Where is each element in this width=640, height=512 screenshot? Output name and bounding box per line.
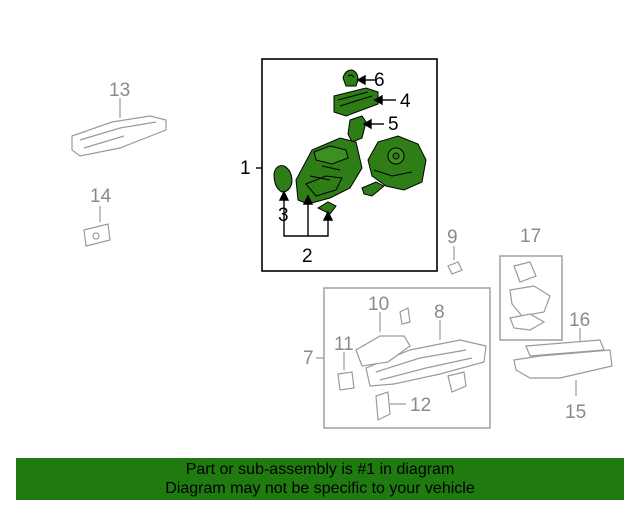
- part-11-shape[interactable]: [337, 352, 355, 391]
- leader-2-3: [283, 196, 329, 237]
- part-main-right-shape[interactable]: [367, 135, 427, 191]
- callout-12: 12: [410, 395, 431, 416]
- callout-11: 11: [334, 334, 354, 355]
- callout-13: 13: [109, 80, 130, 101]
- callout-2: 2: [302, 246, 313, 267]
- part-12-shape[interactable]: [375, 391, 406, 421]
- part-bracket-shape[interactable]: [361, 181, 385, 197]
- part-17-shape[interactable]: [509, 261, 551, 331]
- callout-6: 6: [374, 70, 385, 91]
- part-4-shape[interactable]: [333, 87, 379, 117]
- part-5-shape[interactable]: [347, 115, 367, 143]
- part-3-shape[interactable]: [273, 165, 293, 193]
- part-8-shape[interactable]: [365, 320, 487, 393]
- notice-line-1: Part or sub-assembly is #1 in diagram: [185, 461, 455, 478]
- callout-4: 4: [400, 91, 411, 112]
- callout-5: 5: [388, 114, 399, 135]
- callout-8: 8: [434, 302, 445, 323]
- part-13-shape[interactable]: [71, 98, 167, 157]
- callout-9: 9: [447, 227, 458, 248]
- part-main-left-shape[interactable]: [295, 137, 363, 205]
- callout-1: 1: [240, 158, 251, 179]
- callout-3: 3: [278, 205, 289, 226]
- callout-14: 14: [90, 186, 112, 207]
- callout-15: 15: [565, 402, 586, 423]
- part-14-shape[interactable]: [83, 206, 111, 247]
- notice-line-2: Diagram may not be specific to your vehi…: [165, 480, 475, 497]
- callout-10: 10: [368, 294, 389, 315]
- callout-16: 16: [569, 310, 590, 331]
- part-2-shape[interactable]: [316, 201, 337, 215]
- notice-banner: Part or sub-assembly is #1 in diagram Di…: [16, 458, 624, 500]
- callout-7: 7: [303, 348, 314, 369]
- assembly-17-box: [499, 255, 563, 341]
- part-15-shape[interactable]: [513, 349, 613, 396]
- part-9-shape[interactable]: [447, 246, 463, 275]
- callout-17: 17: [520, 226, 541, 247]
- part-10-shape[interactable]: [355, 307, 411, 367]
- part-6-shape[interactable]: [342, 69, 359, 87]
